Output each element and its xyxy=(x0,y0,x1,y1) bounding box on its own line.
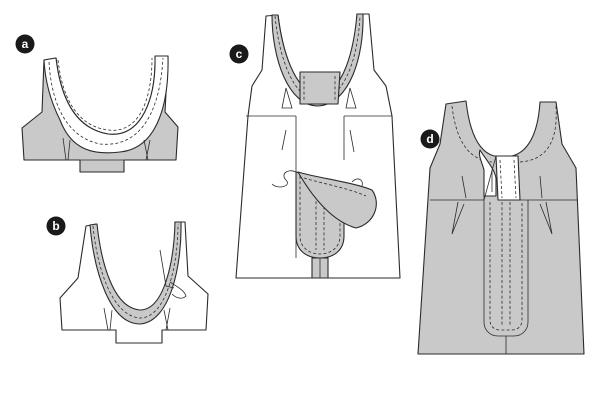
step-d-label-badge: d xyxy=(420,129,440,149)
step-d-label: d xyxy=(426,132,433,146)
step-b-bodice xyxy=(59,221,209,344)
step-b-illustration: b xyxy=(46,216,209,344)
step-a-label-badge: a xyxy=(15,34,35,54)
step-a-label: a xyxy=(22,37,29,51)
step-d-illustration: d xyxy=(417,100,585,355)
step-d-dress xyxy=(417,100,585,355)
step-a-illustration: a xyxy=(15,34,179,173)
step-b-neck-band xyxy=(89,221,182,325)
step-c-illustration: c xyxy=(229,13,401,279)
step-b-label-badge: b xyxy=(46,216,66,236)
step-c-label: c xyxy=(236,47,243,61)
step-c-neck-facing xyxy=(271,13,364,107)
step-a-facing xyxy=(43,55,169,154)
step-c-folded-flap xyxy=(297,171,377,229)
step-b-label: b xyxy=(52,219,59,233)
step-c-label-badge: c xyxy=(229,44,249,64)
